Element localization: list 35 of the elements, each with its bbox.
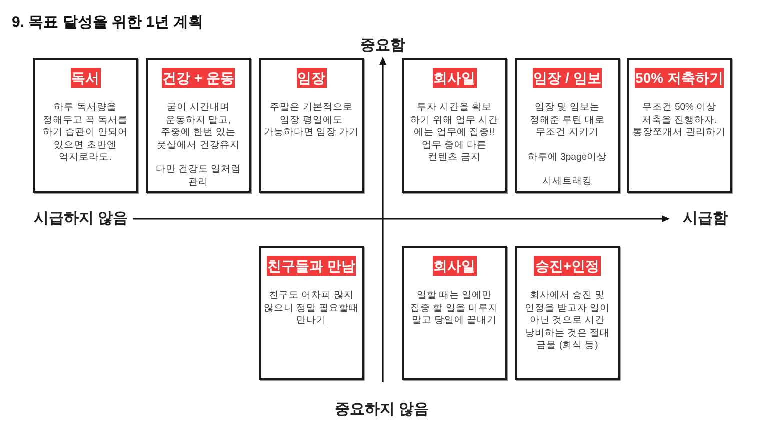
highlighted-heading: 50% 저축하기 [634,68,724,88]
task-card [259,58,364,193]
task-card [515,246,620,380]
card-text: 회사에서 승진 및 인정을 받고자 일이 아닌 것으로 시간 낭비하는 것은 절대 금물 (회식 등) [524,290,612,352]
card-text: 투자 시간을 확보 하기 위해 업무 시간 에는 업무에 집중!! 업무 중에 다른 컨텐츠 금지 [410,102,500,164]
highlighted-heading: 임장 / 임보 [532,68,602,88]
highlighted-heading: 독서 [70,68,100,88]
task-card [146,58,251,193]
axis-label: 중요함 [360,37,406,55]
card-text: 주말은 기본적으로 임장 평일에도 가능하다면 임장 가기 [263,102,360,140]
task-card [33,58,138,193]
card-text: 임장 및 임보는 정해준 루틴 대로 무조건 지키기 [528,102,606,140]
highlighted-heading: 친구들과 만남 [266,256,356,276]
card-text: 다만 건강도 일처럼 관리 [154,164,242,189]
task-card [627,58,732,193]
task-card [515,58,620,193]
task-card [402,246,507,380]
highlighted-heading: 임장 [296,68,326,88]
card-text: 무조건 50% 이상 저축을 진행하자. 통장쪼개서 관리하기 [632,102,727,140]
task-card [402,58,507,193]
axis-label: 중요하지 않음 [334,401,430,419]
card-text: 시세트래킹 [542,176,594,188]
highlighted-heading: 회사일 [432,256,476,276]
page-title: 9. 목표 달성을 위한 1년 계획 [12,14,204,32]
task-card [259,246,364,380]
card-text: 굳이 시간내며 운동하지 말고, 주중에 한번 있는 풋살에서 건강유지 [156,102,241,152]
card-text: 일할 때는 일에만 집중 할 일을 미루지 말고 당일에 끝내기 [410,290,500,328]
card-text: 친구도 어차피 많지 않으니 정말 필요할때 만나기 [263,290,360,328]
card-text: 하루에 3page이상 [526,152,608,164]
highlighted-heading: 승진+인정 [534,256,601,276]
axis-label: 시급하지 않음 [34,210,128,228]
card-text: 하루 독서량을 정해두고 꼭 독서를 하기 습관이 안되어 있으면 초반엔 억지로라도. [42,102,130,164]
highlighted-heading: 회사일 [432,68,476,88]
highlighted-heading: 건강 + 운동 [162,68,236,88]
axis-label: 시급함 [683,210,728,228]
